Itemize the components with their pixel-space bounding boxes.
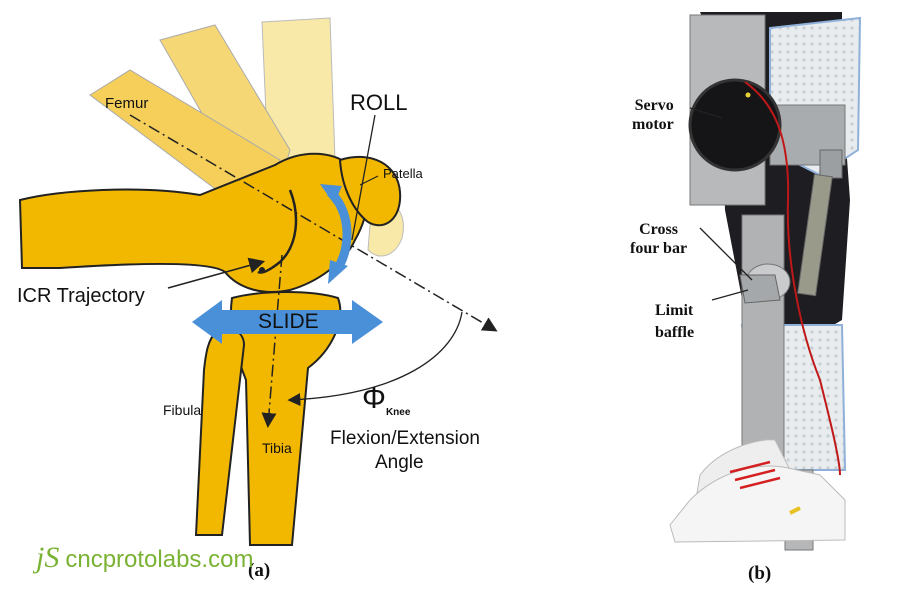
slide-arrow bbox=[192, 300, 383, 344]
roll-label: ROLL bbox=[350, 90, 408, 115]
fibula-bone bbox=[194, 327, 246, 536]
servo-motor-disk bbox=[688, 78, 782, 172]
limit-baffle-label: Limit baffle bbox=[655, 300, 694, 344]
limit-baffle-label-line2: baffle bbox=[655, 324, 695, 341]
patella-label: Patella bbox=[383, 166, 423, 181]
femur-label: Femur bbox=[105, 95, 149, 112]
tibia-axis-line bbox=[261, 254, 283, 428]
lower-strut bbox=[741, 214, 785, 471]
tibia-label: Tibia bbox=[262, 440, 292, 456]
servo-motor-label-line1: Servo bbox=[634, 97, 674, 114]
cross-four-bar-label-line1: Cross bbox=[639, 221, 678, 238]
fibula-label: Fibula bbox=[163, 402, 202, 418]
phi-glyph: Φ bbox=[362, 382, 386, 415]
limit-baffle-part bbox=[739, 274, 781, 304]
slide-label: SLIDE bbox=[258, 310, 319, 333]
panel-b-caption: (b) bbox=[748, 563, 772, 584]
flexion-angle-arc bbox=[287, 311, 463, 407]
angle-label: Angle bbox=[375, 452, 424, 473]
patella-bone bbox=[338, 155, 402, 227]
red-wire bbox=[744, 81, 841, 476]
shoe-front bbox=[669, 465, 846, 543]
cross-four-bar-label-line2: four bar bbox=[630, 240, 688, 257]
flexion-extension-label: Flexion/Extension bbox=[330, 428, 480, 449]
phi-symbol: ΦKnee bbox=[362, 382, 410, 418]
femur-bone bbox=[18, 152, 369, 293]
servo-motor-label-line2: motor bbox=[632, 116, 674, 133]
watermark-text: cncprotolabs.com bbox=[65, 546, 254, 573]
panel-a-knee-diagram bbox=[18, 17, 498, 546]
icr-trajectory-label: ICR Trajectory bbox=[17, 285, 145, 307]
limit-baffle-label-line1: Limit bbox=[655, 302, 694, 319]
phi-subscript: Knee bbox=[385, 407, 411, 418]
panel-a-caption: (a) bbox=[248, 560, 271, 581]
panel-b-exoskeleton-photo bbox=[669, 12, 862, 551]
servo-motor-label: Servo motor bbox=[632, 96, 674, 134]
linear-actuator bbox=[797, 173, 833, 297]
femur-axis-line bbox=[129, 114, 498, 332]
cross-four-bar-label: Cross four bar bbox=[630, 220, 687, 258]
watermark-logo: jS bbox=[36, 541, 60, 574]
